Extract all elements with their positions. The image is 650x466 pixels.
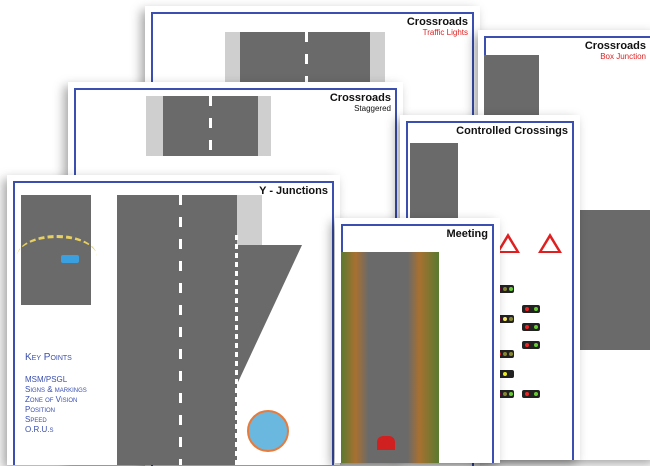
key-point-item: Zone of Vision	[25, 395, 78, 404]
card-y-junctions: Y - Junctions Key Points MSM/PSGL Signs …	[7, 175, 340, 465]
pedestrian-light-icon	[522, 341, 540, 349]
card-title: Meeting	[446, 228, 488, 240]
inset-route-path	[17, 235, 97, 278]
road	[410, 143, 458, 218]
key-points-heading: Key Points	[25, 352, 72, 363]
give-way-triangle-marking	[261, 340, 273, 354]
card-frame	[13, 181, 334, 465]
card-title: Controlled Crossings	[456, 125, 568, 137]
roadside-verge	[341, 252, 439, 463]
key-point-item: Speed	[25, 415, 47, 424]
road	[484, 55, 539, 125]
give-way-marking	[235, 235, 238, 465]
give-way-sign-icon	[247, 410, 289, 452]
key-point-item: Position	[25, 405, 56, 414]
pedestrian-light-icon	[522, 305, 540, 313]
card-meeting: Meeting	[335, 218, 500, 463]
lane-marking	[179, 195, 182, 465]
pedestrian-crossing-sign-icon	[496, 233, 520, 253]
traffic-signals-sign-icon	[538, 233, 562, 253]
card-title: Y - Junctions	[259, 185, 328, 197]
car-icon	[377, 436, 395, 450]
key-point-item: O.R.U.s	[25, 425, 54, 434]
lane-marking	[305, 32, 308, 92]
pedestrian-light-icon	[522, 390, 540, 398]
road	[573, 210, 650, 350]
key-point-item: Signs & markings	[25, 385, 87, 394]
key-point-item: MSM/PSGL	[25, 375, 68, 384]
car-icon	[61, 255, 79, 263]
card-subtitle: Traffic Lights	[422, 28, 468, 37]
card-subtitle: Box Junction	[600, 52, 646, 61]
pedestrian-light-icon	[522, 323, 540, 331]
lane-marking	[209, 96, 212, 156]
key-points: Key Points MSM/PSGL Signs & markings Zon…	[25, 353, 87, 435]
card-subtitle: Staggered	[354, 104, 391, 113]
